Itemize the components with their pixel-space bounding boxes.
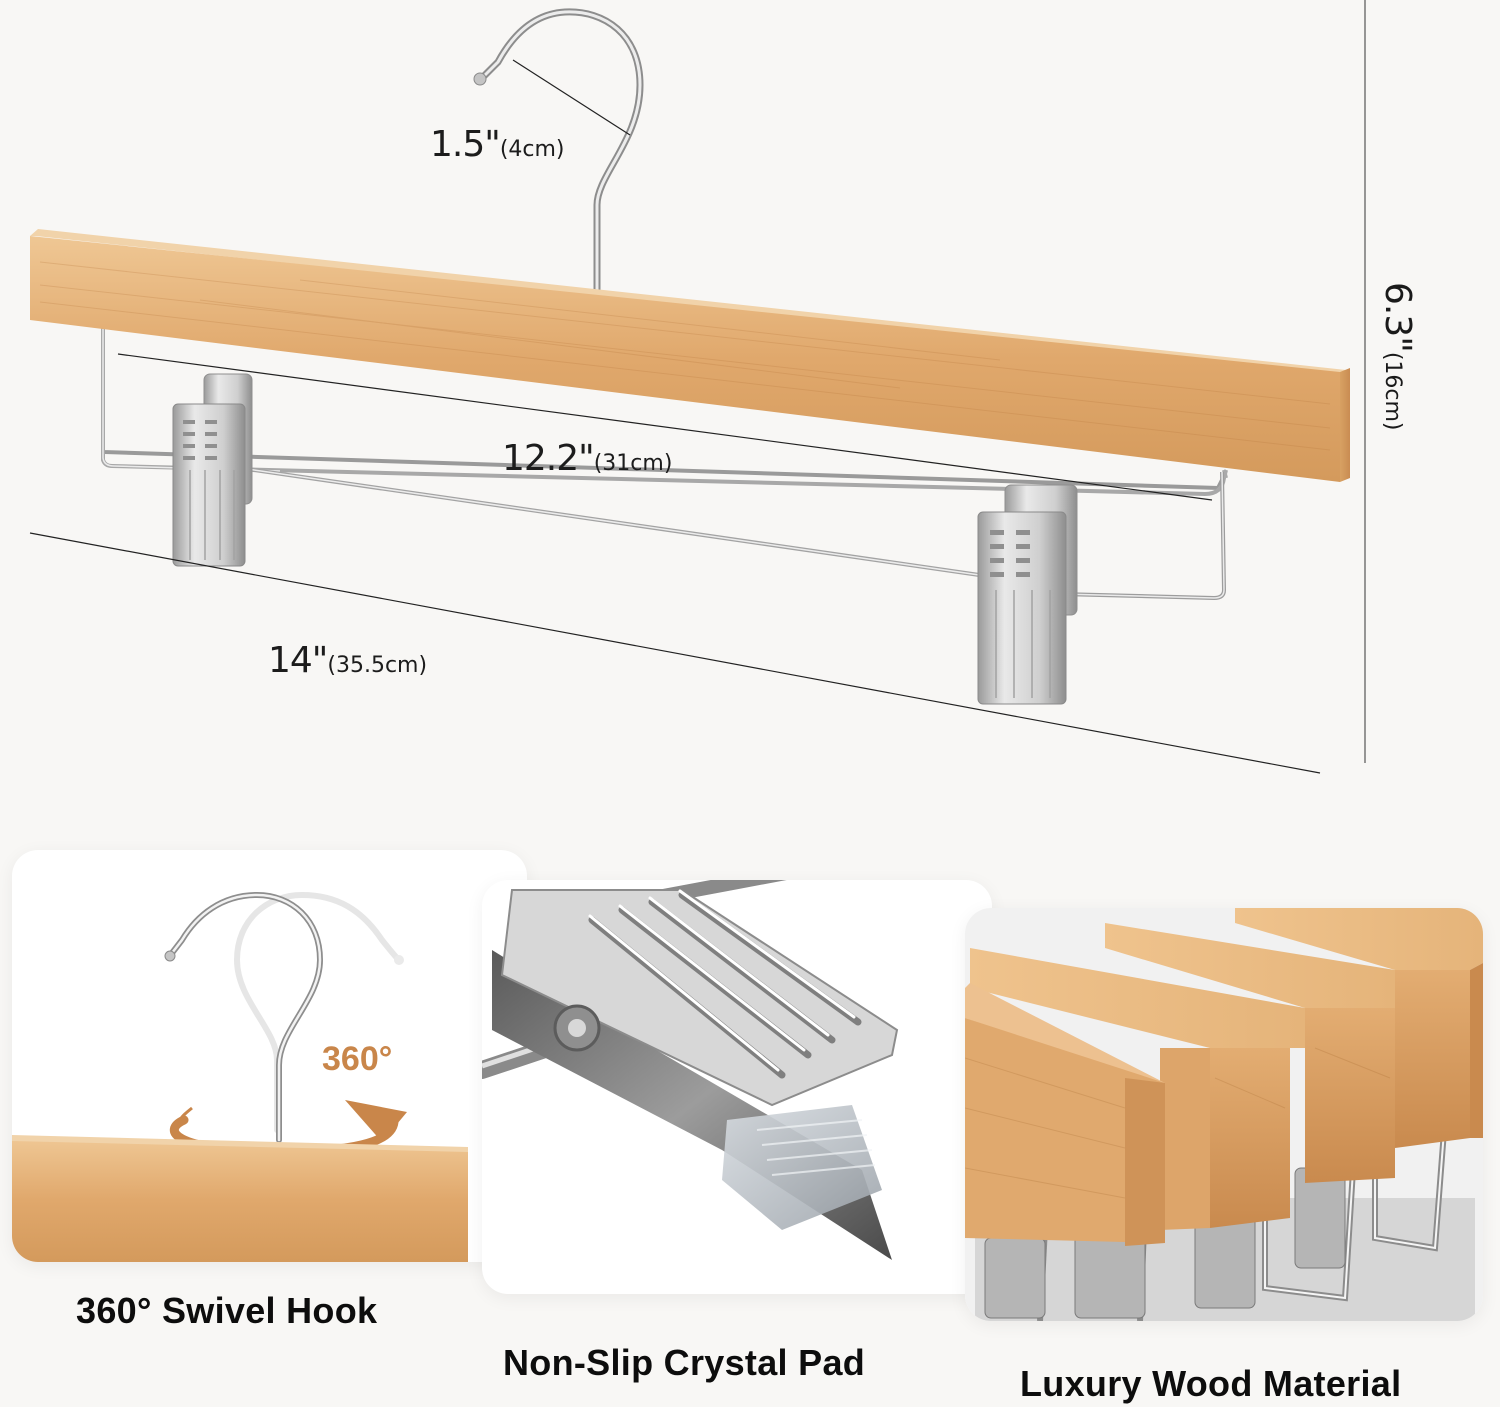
feature-panel-swivel-hook: 360° [12, 850, 527, 1262]
clip-left [172, 373, 253, 567]
hook-dimension-label: 1.5"(4cm) [430, 124, 565, 165]
hook-dimension-line [512, 59, 631, 136]
feature-caption-swivel-hook: 360° Swivel Hook [76, 1290, 378, 1331]
swivel-hook-illustration [12, 891, 468, 1262]
wood-hangers-illustration [965, 908, 1483, 1321]
rotation-degree-badge: 360° [322, 1040, 393, 1078]
clip-bar [101, 320, 1228, 601]
wooden-bar [30, 229, 1350, 482]
feature-panel-wood-material [965, 908, 1483, 1321]
clip-right [977, 484, 1078, 705]
clip-span-dimension-label: 12.2"(31cm) [502, 438, 673, 479]
feature-caption-crystal-pad: Non-Slip Crystal Pad [503, 1342, 866, 1383]
hanger-illustration [29, 0, 1366, 774]
feature-panel-crystal-pad [482, 880, 992, 1294]
feature-caption-wood-material: Luxury Wood Material [1020, 1363, 1402, 1404]
clip-span-dimension-line [117, 353, 1213, 501]
height-dimension-label: 6.3"(16cm) [1377, 282, 1418, 431]
swivel-hook [473, 8, 644, 302]
main-hanger-diagram: 1.5"(4cm) 6.3"(16cm) 12.2"(31cm) 14"(35.… [29, 0, 1418, 774]
crystal-pad-clip-illustration [482, 880, 899, 1260]
length-dimension-label: 14"(35.5cm) [268, 640, 428, 681]
length-dimension-line [29, 532, 1321, 774]
